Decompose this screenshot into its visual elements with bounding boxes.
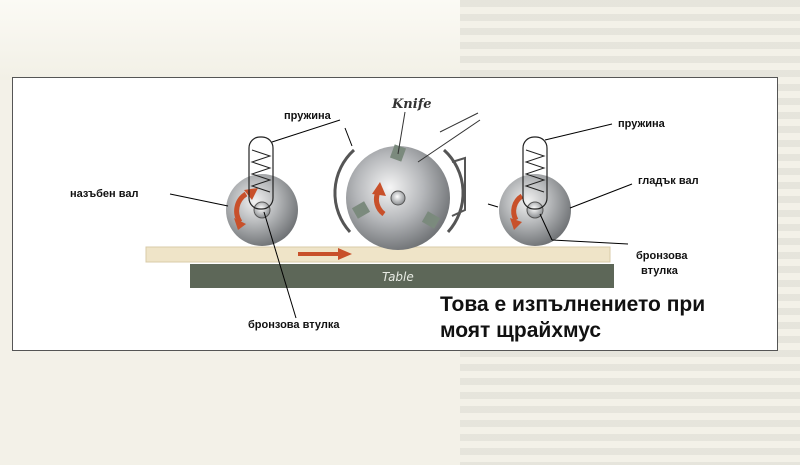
spring-left: [248, 136, 274, 210]
label-bronze-bushing-right-2: втулка: [641, 265, 678, 277]
smooth-roller: [499, 174, 571, 246]
leader-knurled-roller: [169, 193, 229, 207]
spring-right: [522, 136, 548, 210]
leader-spring-right: [544, 123, 613, 141]
leader-bushing-right: [539, 213, 553, 241]
knife-label: Knife: [391, 97, 432, 112]
leader-bushing-left: [263, 211, 297, 319]
table: [190, 264, 614, 288]
workpiece-board: [145, 246, 611, 263]
label-spring-right: пружина: [618, 118, 665, 130]
caption-line-2: моят щрайхмус: [440, 319, 602, 342]
background-top: [0, 0, 460, 80]
caption: Това е изпълнението при моят щрайхмус: [440, 292, 780, 344]
leader-spring-left: [271, 119, 341, 143]
knurled-roller: [226, 174, 298, 246]
leader-smooth-roller: [569, 183, 633, 209]
label-bronze-bushing-right-1: бронзова: [636, 250, 688, 262]
feed-direction-arrow: [298, 248, 352, 260]
table-label: Table: [382, 270, 414, 284]
cutter-head: [333, 144, 466, 250]
label-knurled-roller: назъбен вал: [70, 188, 139, 200]
caption-line-1: Това е изпълнението при: [440, 293, 706, 316]
label-spring-left: пружина: [284, 110, 331, 122]
label-bronze-bushing-left: бронзова втулка: [248, 319, 340, 331]
label-smooth-roller: гладък вал: [638, 175, 699, 187]
